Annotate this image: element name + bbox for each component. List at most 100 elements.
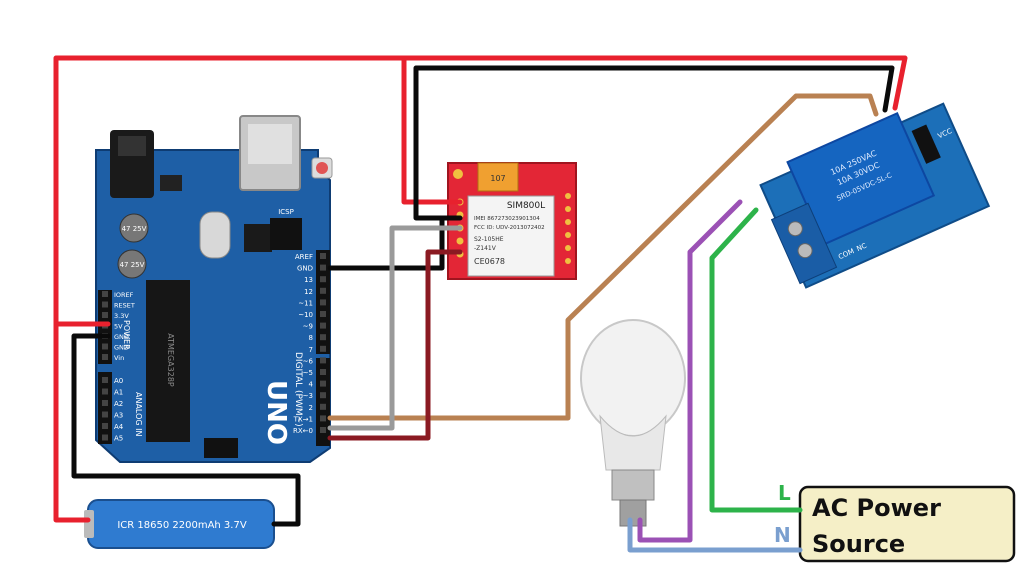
digital-pin-label: TX→1 [293,415,313,423]
ac-power-title-line1: AC Power [812,494,941,522]
header-pin [102,312,108,318]
header-pin [102,377,108,383]
wire-darkred-tx [327,249,463,441]
sim-pad [565,258,571,264]
digital-pin-label: 8 [309,334,313,342]
relay-pin-header [911,124,941,164]
wire-black-battery [71,333,301,527]
power-pin-label: GND [114,344,129,352]
digital-pin-label: 12 [304,288,313,296]
wire-black-gnd [327,215,445,271]
battery-18650: ICR 18650 2200mAh 3.7V [84,499,275,549]
analog-pin-label: A4 [114,423,124,431]
relay-nc-label: NC [855,242,868,253]
sim-pad [565,232,571,238]
sim800l-chip [467,195,555,277]
header-pin [102,400,108,406]
sim-pad [565,219,571,225]
tantalum-capacitor [477,162,519,192]
sim-model-2: -Z141V [474,245,497,252]
crystal [199,211,231,259]
header-pin [102,343,108,350]
sim-imei: IMEI 867273023901304 [474,216,540,222]
digital-pin-label: ~3 [303,392,313,400]
capacitor-1 [119,213,149,243]
wires [53,55,908,553]
power-pin-label: GND [114,333,129,341]
power-title: POWER [122,320,131,350]
wire-black-relay-gnd [413,65,895,221]
header-pin [320,403,326,410]
header-pin [102,301,108,308]
digital-pin-label: 2 [309,404,313,412]
power-pin-label: 3.3V [114,312,129,320]
relay-box [786,111,936,246]
header-pin [320,253,326,259]
header-pin [320,322,326,329]
ac-power-source: AC Power Source [798,485,1016,563]
header-pin [320,345,326,352]
sim800l-module: 107 SIM800L IMEI 867273023901304 FCC ID:… [447,162,577,280]
analog-pin-label: A5 [114,435,123,443]
icsp-header-2 [204,438,238,458]
battery-label: ICR 18650 2200mAh 3.7V [117,520,247,531]
sim-pad [565,245,571,251]
digital-title: DIGITAL (PWM~) [293,352,303,427]
sim-ce: CE0678 [474,257,505,266]
header-pin [102,354,108,360]
capacitor-1-label: 47 25V [122,225,147,233]
analog-pin-label: A2 [114,400,123,408]
capacitor-2-label: 47 25V [120,261,145,269]
power-pin-label: IOREF [114,291,134,299]
sim-model: S2-105HE [474,236,504,243]
digital-pin-label: GND [297,265,313,273]
uno-logo: UNO [261,380,291,445]
sim-label: SIM800L [507,201,545,211]
sim-pad [565,193,571,199]
tantalum-label: 107 [490,174,505,183]
digital-pin-label: AREF [295,253,313,261]
neutral-label: N [774,523,791,547]
digital-pin-label: 13 [304,276,313,284]
wire-blue-neutral [627,517,803,553]
wire-red-sim [401,55,463,205]
header-pin [320,427,326,433]
analog-title: ANALOG IN [134,392,143,437]
bulb-base [611,469,655,501]
power-pin-label: 5V [114,323,123,331]
digital-pin-label: 7 [309,346,313,354]
digital-pin-label: 4 [309,381,314,389]
icsp-header-1 [270,218,302,250]
header-pin [102,388,108,395]
header-pin [102,423,108,429]
chip-label: ATMEGA328P [166,333,175,387]
live-label: L [778,481,791,505]
header-pin [320,369,326,375]
analog-pin-label: A0 [114,377,123,385]
header-pin [320,287,326,294]
wire-purple-bulb [637,199,743,543]
wire-green-live [709,207,803,513]
ac-power-title-line2: Source [812,530,905,558]
capacitor-2 [117,249,147,279]
header-pin [320,334,326,341]
header-pin [320,392,326,399]
header-pin [102,291,108,297]
digital-pin-label: ~9 [303,323,313,331]
digital-pin-label: ~5 [303,369,313,377]
sim-fcc: FCC ID: UDV-2013072402 [474,225,545,231]
wire-gray-rx [327,225,463,431]
arduino-uno-board: 47 25V 47 25V ICSP ATMEGA328P POWER ANAL… [95,115,333,463]
digital-pin-label: ~10 [298,311,313,319]
analog-pin-label: A3 [114,412,123,420]
header-pin [320,276,326,283]
header-pin [102,411,108,418]
light-bulb [580,319,686,527]
sim-pin [456,237,464,245]
header-pin [320,264,326,271]
icsp-label: ICSP [278,208,294,216]
header-pin [320,380,326,387]
digital-pin-label: ~6 [303,357,314,365]
power-pin-label: RESET [114,302,135,310]
